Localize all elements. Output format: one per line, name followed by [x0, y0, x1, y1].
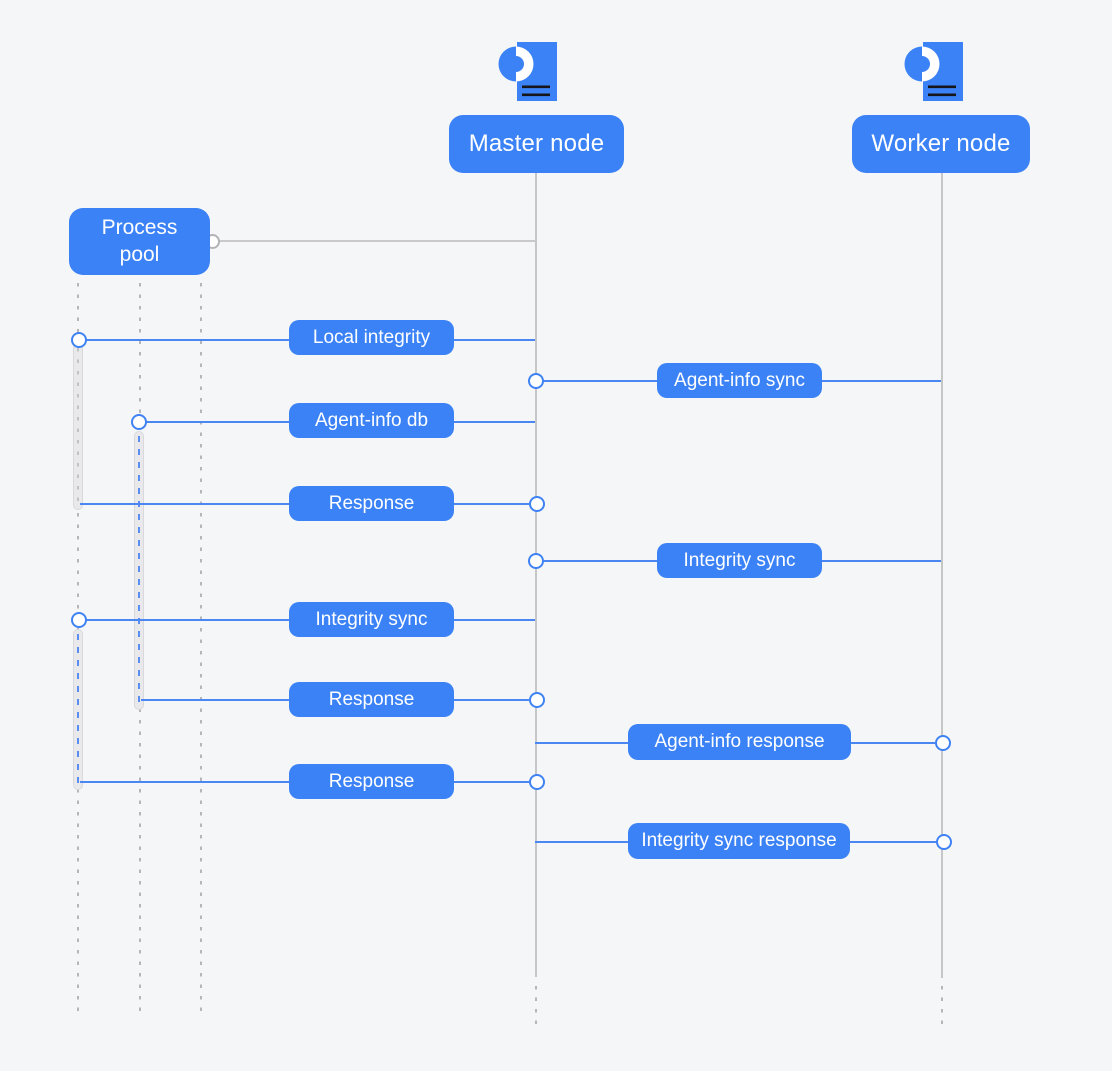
worker-node-box: Worker node	[852, 115, 1030, 173]
message-endpoint-circle	[131, 414, 147, 430]
message-label: Response	[289, 764, 454, 799]
message-label: Integrity sync response	[628, 823, 850, 859]
process-pool-label: Process pool	[101, 216, 178, 266]
activation-bar-thread1-b	[73, 629, 83, 790]
message-label: Agent-info sync	[657, 363, 822, 398]
process-pool-box: Process pool	[69, 208, 210, 275]
master-node-box: Master node	[449, 115, 624, 173]
message-endpoint-circle	[71, 332, 87, 348]
message-label: Response	[289, 682, 454, 717]
message-endpoint-circle	[936, 834, 952, 850]
master-lifeline	[534, 173, 537, 977]
message-endpoint-circle	[935, 735, 951, 751]
activation-bar-thread2	[134, 431, 145, 710]
activation-bar-inner-dash	[138, 436, 141, 703]
master-lifeline-tail	[534, 986, 537, 1027]
message-endpoint-circle	[529, 692, 545, 708]
process-pool-lifeline-3	[200, 283, 203, 1018]
message-endpoint-circle	[529, 774, 545, 790]
worker-document-logo-icon	[904, 42, 964, 107]
activation-bar-inner-dash	[77, 348, 79, 503]
message-endpoint-circle	[71, 612, 87, 628]
message-endpoint-circle	[528, 373, 544, 389]
worker-lifeline-tail	[940, 986, 943, 1027]
message-endpoint-circle	[528, 553, 544, 569]
message-label: Agent-info response	[628, 724, 851, 760]
message-label: Agent-info db	[289, 403, 454, 438]
worker-node-label: Worker node	[871, 130, 1011, 157]
message-endpoint-circle	[529, 496, 545, 512]
activation-bar-inner-dash	[77, 634, 79, 783]
message-label: Local integrity	[289, 320, 454, 355]
message-label: Response	[289, 486, 454, 521]
worker-lifeline	[940, 173, 943, 978]
master-document-logo-icon	[498, 42, 558, 107]
master-node-label: Master node	[468, 130, 605, 157]
process-pool-connector-line	[219, 240, 535, 242]
message-label: Integrity sync	[289, 602, 454, 637]
activation-bar-thread1-a	[73, 343, 83, 510]
message-label: Integrity sync	[657, 543, 822, 578]
